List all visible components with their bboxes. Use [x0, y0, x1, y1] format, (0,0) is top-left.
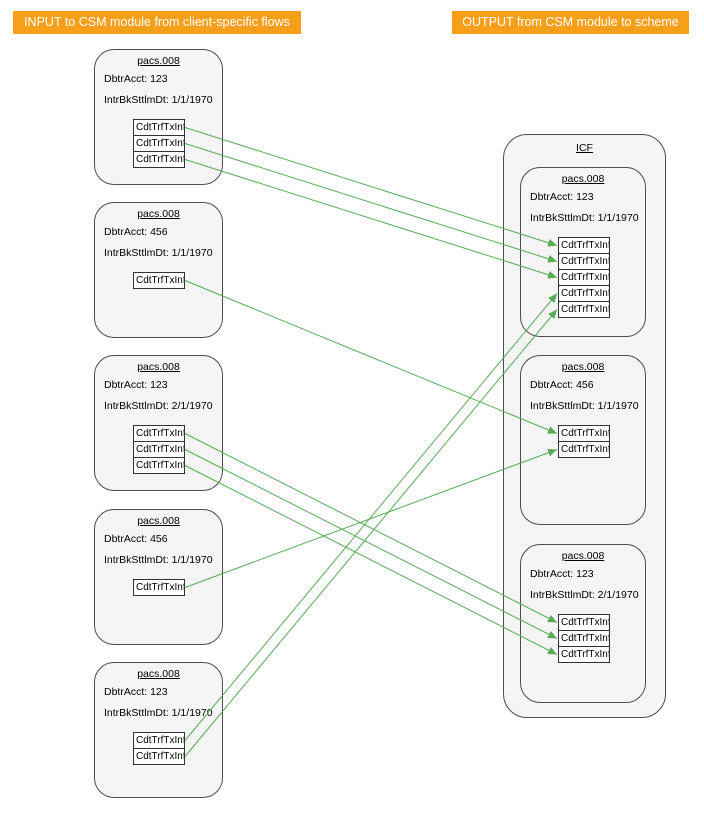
connector-line — [184, 127, 558, 247]
message-type-title: pacs.008 — [137, 361, 180, 373]
cdttrftxinf-stack: CdtTrfTxInf — [133, 272, 185, 289]
dbtracct-field: DbtrAcct: 456 — [104, 226, 168, 238]
dbtracct-field: DbtrAcct: 123 — [104, 686, 168, 698]
cdttrftxinf-node: CdtTrfTxInf — [133, 135, 185, 152]
connector-line — [184, 159, 558, 279]
dbtracct-field: DbtrAcct: 456 — [104, 533, 168, 545]
input-pacs008-box-1: pacs.008 DbtrAcct: 123 IntrBkSttlmDt: 1/… — [94, 49, 223, 185]
intrbksttlmdt-field: IntrBkSttlmDt: 1/1/1970 — [104, 247, 213, 259]
connector-line — [184, 465, 558, 655]
connector-line — [184, 433, 558, 623]
cdttrftxinf-node: CdtTrfTxInf — [133, 579, 185, 596]
intrbksttlmdt-field: IntrBkSttlmDt: 1/1/1970 — [104, 707, 213, 719]
cdttrftxinf-node: CdtTrfTxInf — [558, 269, 610, 286]
cdttrftxinf-stack: CdtTrfTxInf CdtTrfTxInf CdtTrfTxInf — [558, 614, 610, 663]
message-type-title: pacs.008 — [561, 550, 605, 562]
cdttrftxinf-node: CdtTrfTxInf — [558, 285, 610, 302]
cdttrftxinf-node: CdtTrfTxInf — [133, 425, 185, 442]
cdttrftxinf-node: CdtTrfTxInf — [133, 119, 185, 136]
cdttrftxinf-stack: CdtTrfTxInf CdtTrfTxInf — [558, 425, 610, 458]
intrbksttlmdt-field: IntrBkSttlmDt: 1/1/1970 — [104, 94, 213, 106]
dbtracct-field: DbtrAcct: 456 — [530, 379, 594, 391]
intrbksttlmdt-field: IntrBkSttlmDt: 1/1/1970 — [530, 400, 639, 412]
cdttrftxinf-node: CdtTrfTxInf — [558, 630, 610, 647]
intrbksttlmdt-field: IntrBkSttlmDt: 1/1/1970 — [104, 554, 213, 566]
cdttrftxinf-node: CdtTrfTxInf — [133, 272, 185, 289]
cdttrftxinf-stack: CdtTrfTxInf — [133, 579, 185, 596]
cdttrftxinf-node: CdtTrfTxInf — [558, 646, 610, 663]
cdttrftxinf-node: CdtTrfTxInf — [133, 457, 185, 474]
cdttrftxinf-node: CdtTrfTxInf — [558, 425, 610, 442]
connector-line — [184, 280, 558, 434]
cdttrftxinf-stack: CdtTrfTxInf CdtTrfTxInf — [133, 732, 185, 765]
input-pacs008-box-4: pacs.008 DbtrAcct: 456 IntrBkSttlmDt: 1/… — [94, 509, 223, 645]
dbtracct-field: DbtrAcct: 123 — [104, 73, 168, 85]
cdttrftxinf-node: CdtTrfTxInf — [558, 253, 610, 270]
input-pacs008-box-5: pacs.008 DbtrAcct: 123 IntrBkSttlmDt: 1/… — [94, 662, 223, 798]
cdttrftxinf-node: CdtTrfTxInf — [558, 301, 610, 318]
cdttrftxinf-node: CdtTrfTxInf — [558, 441, 610, 458]
connector-line — [184, 449, 558, 639]
output-pacs008-box-3: pacs.008 DbtrAcct: 123 IntrBkSttlmDt: 2/… — [520, 544, 646, 703]
intrbksttlmdt-field: IntrBkSttlmDt: 1/1/1970 — [530, 212, 639, 224]
input-header-label: INPUT to CSM module from client-specific… — [13, 11, 301, 34]
dbtracct-field: DbtrAcct: 123 — [530, 568, 594, 580]
cdttrftxinf-stack: CdtTrfTxInf CdtTrfTxInf CdtTrfTxInf — [133, 425, 185, 474]
cdttrftxinf-node: CdtTrfTxInf — [133, 732, 185, 749]
icf-title: ICF — [576, 142, 593, 154]
intrbksttlmdt-field: IntrBkSttlmDt: 2/1/1970 — [530, 589, 639, 601]
cdttrftxinf-stack: CdtTrfTxInf CdtTrfTxInf CdtTrfTxInf CdtT… — [558, 237, 610, 318]
dbtracct-field: DbtrAcct: 123 — [530, 191, 594, 203]
cdttrftxinf-node: CdtTrfTxInf — [133, 151, 185, 168]
output-pacs008-box-1: pacs.008 DbtrAcct: 123 IntrBkSttlmDt: 1/… — [520, 167, 646, 337]
connector-line — [184, 309, 558, 757]
message-type-title: pacs.008 — [561, 173, 605, 185]
dbtracct-field: DbtrAcct: 123 — [104, 379, 168, 391]
connector-line — [184, 448, 558, 588]
message-type-title: pacs.008 — [137, 208, 180, 220]
message-type-title: pacs.008 — [561, 361, 605, 373]
connector-line — [184, 293, 558, 741]
cdttrftxinf-node: CdtTrfTxInf — [133, 748, 185, 765]
connector-line — [184, 143, 558, 263]
message-type-title: pacs.008 — [137, 668, 180, 680]
cdttrftxinf-node: CdtTrfTxInf — [558, 237, 610, 254]
intrbksttlmdt-field: IntrBkSttlmDt: 2/1/1970 — [104, 400, 213, 412]
input-pacs008-box-2: pacs.008 DbtrAcct: 456 IntrBkSttlmDt: 1/… — [94, 202, 223, 338]
cdttrftxinf-stack: CdtTrfTxInf CdtTrfTxInf CdtTrfTxInf — [133, 119, 185, 168]
cdttrftxinf-node: CdtTrfTxInf — [133, 441, 185, 458]
message-type-title: pacs.008 — [137, 515, 180, 527]
output-pacs008-box-2: pacs.008 DbtrAcct: 456 IntrBkSttlmDt: 1/… — [520, 355, 646, 525]
message-type-title: pacs.008 — [137, 55, 180, 67]
cdttrftxinf-node: CdtTrfTxInf — [558, 614, 610, 631]
output-header-label: OUTPUT from CSM module to scheme — [452, 11, 689, 34]
input-pacs008-box-3: pacs.008 DbtrAcct: 123 IntrBkSttlmDt: 2/… — [94, 355, 223, 491]
